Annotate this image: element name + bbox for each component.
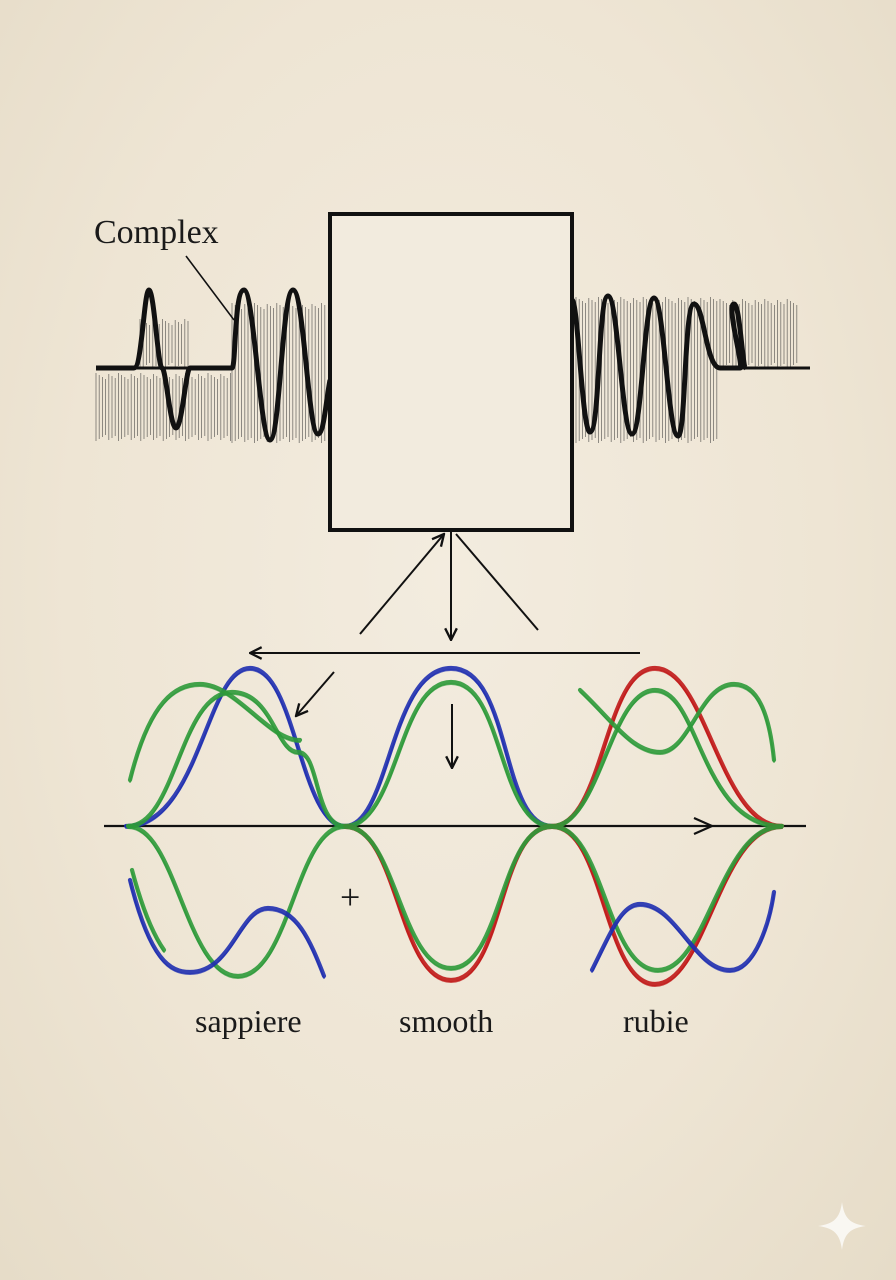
green-upper-left-shadow-stroke xyxy=(127,693,346,830)
ruby-label: rubie xyxy=(623,1003,689,1039)
green-upper-faint-stroke xyxy=(127,681,303,783)
complex-leader-line xyxy=(185,255,235,321)
arrow-up-to-box xyxy=(359,534,444,635)
blue-upper-curve-stroke xyxy=(123,665,555,829)
smooth-label: smooth xyxy=(399,1003,494,1039)
red-lower-curve-shadow-stroke xyxy=(344,827,783,988)
arrow-diagonal-small xyxy=(296,671,335,716)
green-upper-right-stroke xyxy=(577,681,777,763)
plus-sign: + xyxy=(340,877,361,917)
green-lower-curve-shadow-stroke xyxy=(127,827,783,980)
blue-lower-right-shadow-stroke xyxy=(591,893,775,974)
green-upper-right-shadow-stroke xyxy=(579,685,775,764)
hatch-band-left xyxy=(95,303,326,443)
red-lower-curve-stroke xyxy=(342,823,785,987)
green-upper-left-stroke xyxy=(125,689,348,829)
green-lower-curve-stroke xyxy=(125,823,785,979)
blue-lower-right-stroke xyxy=(589,889,777,973)
sapphire-label: sappiere xyxy=(195,1003,302,1039)
output-wave xyxy=(569,293,749,439)
green-lower-faint-shadow-stroke xyxy=(131,871,165,954)
colored-curves xyxy=(123,665,785,988)
process-box xyxy=(328,212,574,532)
green-upper-faint-shadow-stroke xyxy=(129,685,301,784)
blue-lower-left-stroke xyxy=(127,877,327,979)
complex-label: Complex xyxy=(94,214,219,251)
sparkle-icon xyxy=(818,1202,866,1250)
input-wave xyxy=(96,287,333,443)
diagonal-line-right xyxy=(455,533,539,631)
axis-arrow-head xyxy=(693,816,715,836)
blue-lower-left-shadow-stroke xyxy=(129,881,325,980)
